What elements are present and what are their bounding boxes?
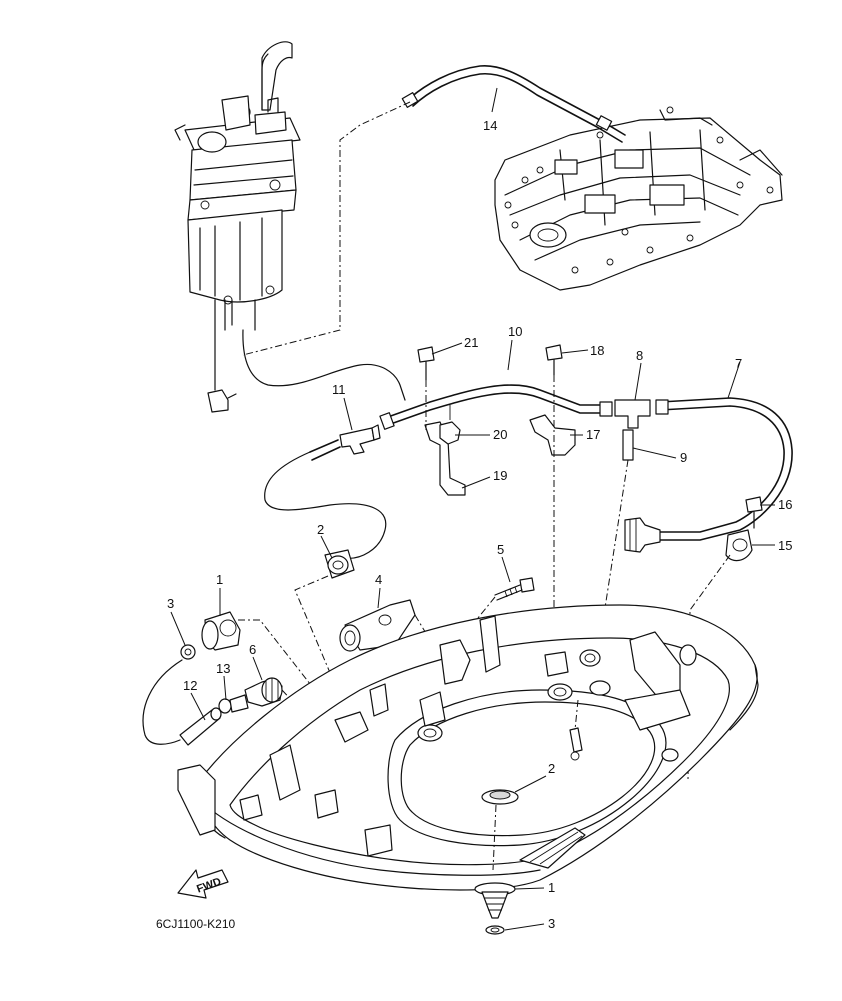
callout-20: 20	[493, 427, 507, 442]
callout-2-lower: 2	[548, 761, 555, 776]
joint-8	[614, 399, 651, 429]
callout-9: 9	[680, 450, 687, 465]
hose-10	[379, 384, 613, 430]
callout-8: 8	[636, 348, 643, 363]
callout-7: 7	[735, 356, 742, 371]
hose-14	[242, 65, 626, 356]
grommet-2-lower	[481, 789, 519, 871]
vapor-separator-assembly	[174, 41, 406, 413]
clip-13	[218, 694, 249, 714]
clip-3-lower	[485, 925, 505, 935]
hose-7	[655, 397, 793, 541]
callout-1-lower: 1	[548, 880, 555, 895]
fwd-arrow-icon: FWD	[177, 869, 229, 899]
callout-12: 12	[183, 678, 197, 693]
callout-3-upper: 3	[167, 596, 174, 611]
callout-18: 18	[590, 343, 604, 358]
callouts: 14 10 21 18 8 7 11 20 17 19 9 16 15 2 5 …	[167, 118, 792, 931]
callout-19: 19	[493, 468, 507, 483]
callout-1-upper: 1	[216, 572, 223, 587]
bracket-17	[529, 414, 576, 456]
callout-17: 17	[586, 427, 600, 442]
callout-16: 16	[778, 497, 792, 512]
callout-6: 6	[249, 642, 256, 657]
callout-11: 11	[332, 382, 346, 397]
upper-case-casting	[494, 106, 783, 291]
bolt-21	[417, 346, 435, 430]
joint-11	[264, 424, 387, 559]
grommet-2-upper	[294, 549, 355, 721]
callout-5: 5	[497, 542, 504, 557]
hose-fitting	[624, 517, 661, 553]
callout-4: 4	[375, 572, 382, 587]
callout-2-upper: 2	[317, 522, 324, 537]
leader-lines	[170, 87, 775, 931]
grommet-4	[339, 599, 431, 652]
hose-12	[179, 707, 222, 746]
clip-3-upper	[142, 644, 196, 745]
grommet-1-upper	[201, 611, 351, 736]
callout-13: 13	[216, 661, 230, 676]
bolt-16	[745, 496, 763, 529]
bottom-cowling	[177, 604, 759, 891]
callout-15: 15	[778, 538, 792, 553]
grommet-1-lower	[474, 882, 516, 919]
callout-14: 14	[483, 118, 497, 133]
callout-3-lower: 3	[548, 916, 555, 931]
clamp-20	[439, 405, 461, 445]
callout-10: 10	[508, 324, 522, 339]
bolt-18	[545, 344, 563, 640]
diagram-code: 6CJ1100-K210	[156, 917, 235, 931]
callout-21: 21	[464, 335, 478, 350]
